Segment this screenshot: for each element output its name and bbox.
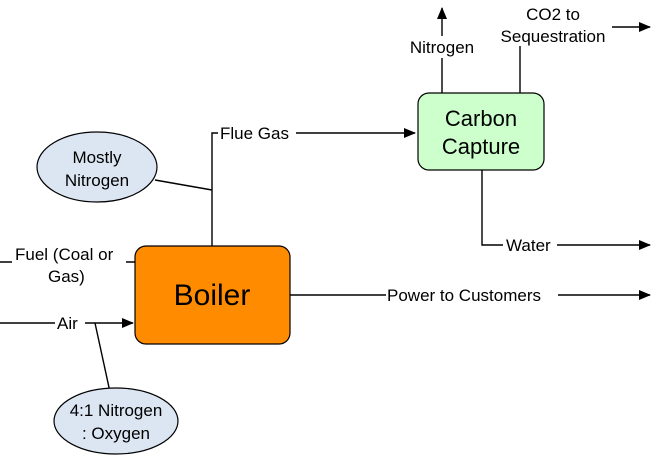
- mostly-nitrogen-line2: Nitrogen: [65, 171, 129, 190]
- water-label: Water: [506, 236, 551, 255]
- carbon-capture-node: Carbon Capture: [417, 92, 545, 171]
- boiler-label: Boiler: [174, 279, 251, 312]
- air-label: Air: [57, 314, 78, 333]
- carbon-capture-line2: Capture: [442, 134, 520, 159]
- co2-label-line1: CO2 to: [526, 5, 580, 24]
- power-label: Power to Customers: [387, 286, 541, 305]
- flue-gas-connector: [211, 128, 416, 246]
- mostly-nitrogen-line1: Mostly: [72, 148, 122, 167]
- boiler-node: Boiler: [134, 245, 291, 345]
- water-arrow: [481, 170, 651, 250]
- air-composition-connector: [94, 322, 111, 393]
- nitrogen-oxygen-line1: 4:1 Nitrogen: [70, 401, 163, 420]
- nitrogen-oxygen-line2: : Oxygen: [82, 424, 150, 443]
- nitrogen-label: Nitrogen: [410, 38, 474, 57]
- mostly-nitrogen-node: Mostly Nitrogen: [36, 131, 158, 203]
- co2-label-line2: Sequestration: [501, 27, 606, 46]
- nitrogen-oxygen-node: 4:1 Nitrogen : Oxygen: [53, 387, 179, 455]
- carbon-capture-line1: Carbon: [445, 106, 517, 131]
- fuel-label-line1: Fuel (Coal or: [15, 245, 114, 264]
- fuel-label-line2: Gas): [48, 267, 85, 286]
- flue-gas-label: Flue Gas: [220, 124, 289, 143]
- mostly-nitrogen-connector: [154, 179, 213, 191]
